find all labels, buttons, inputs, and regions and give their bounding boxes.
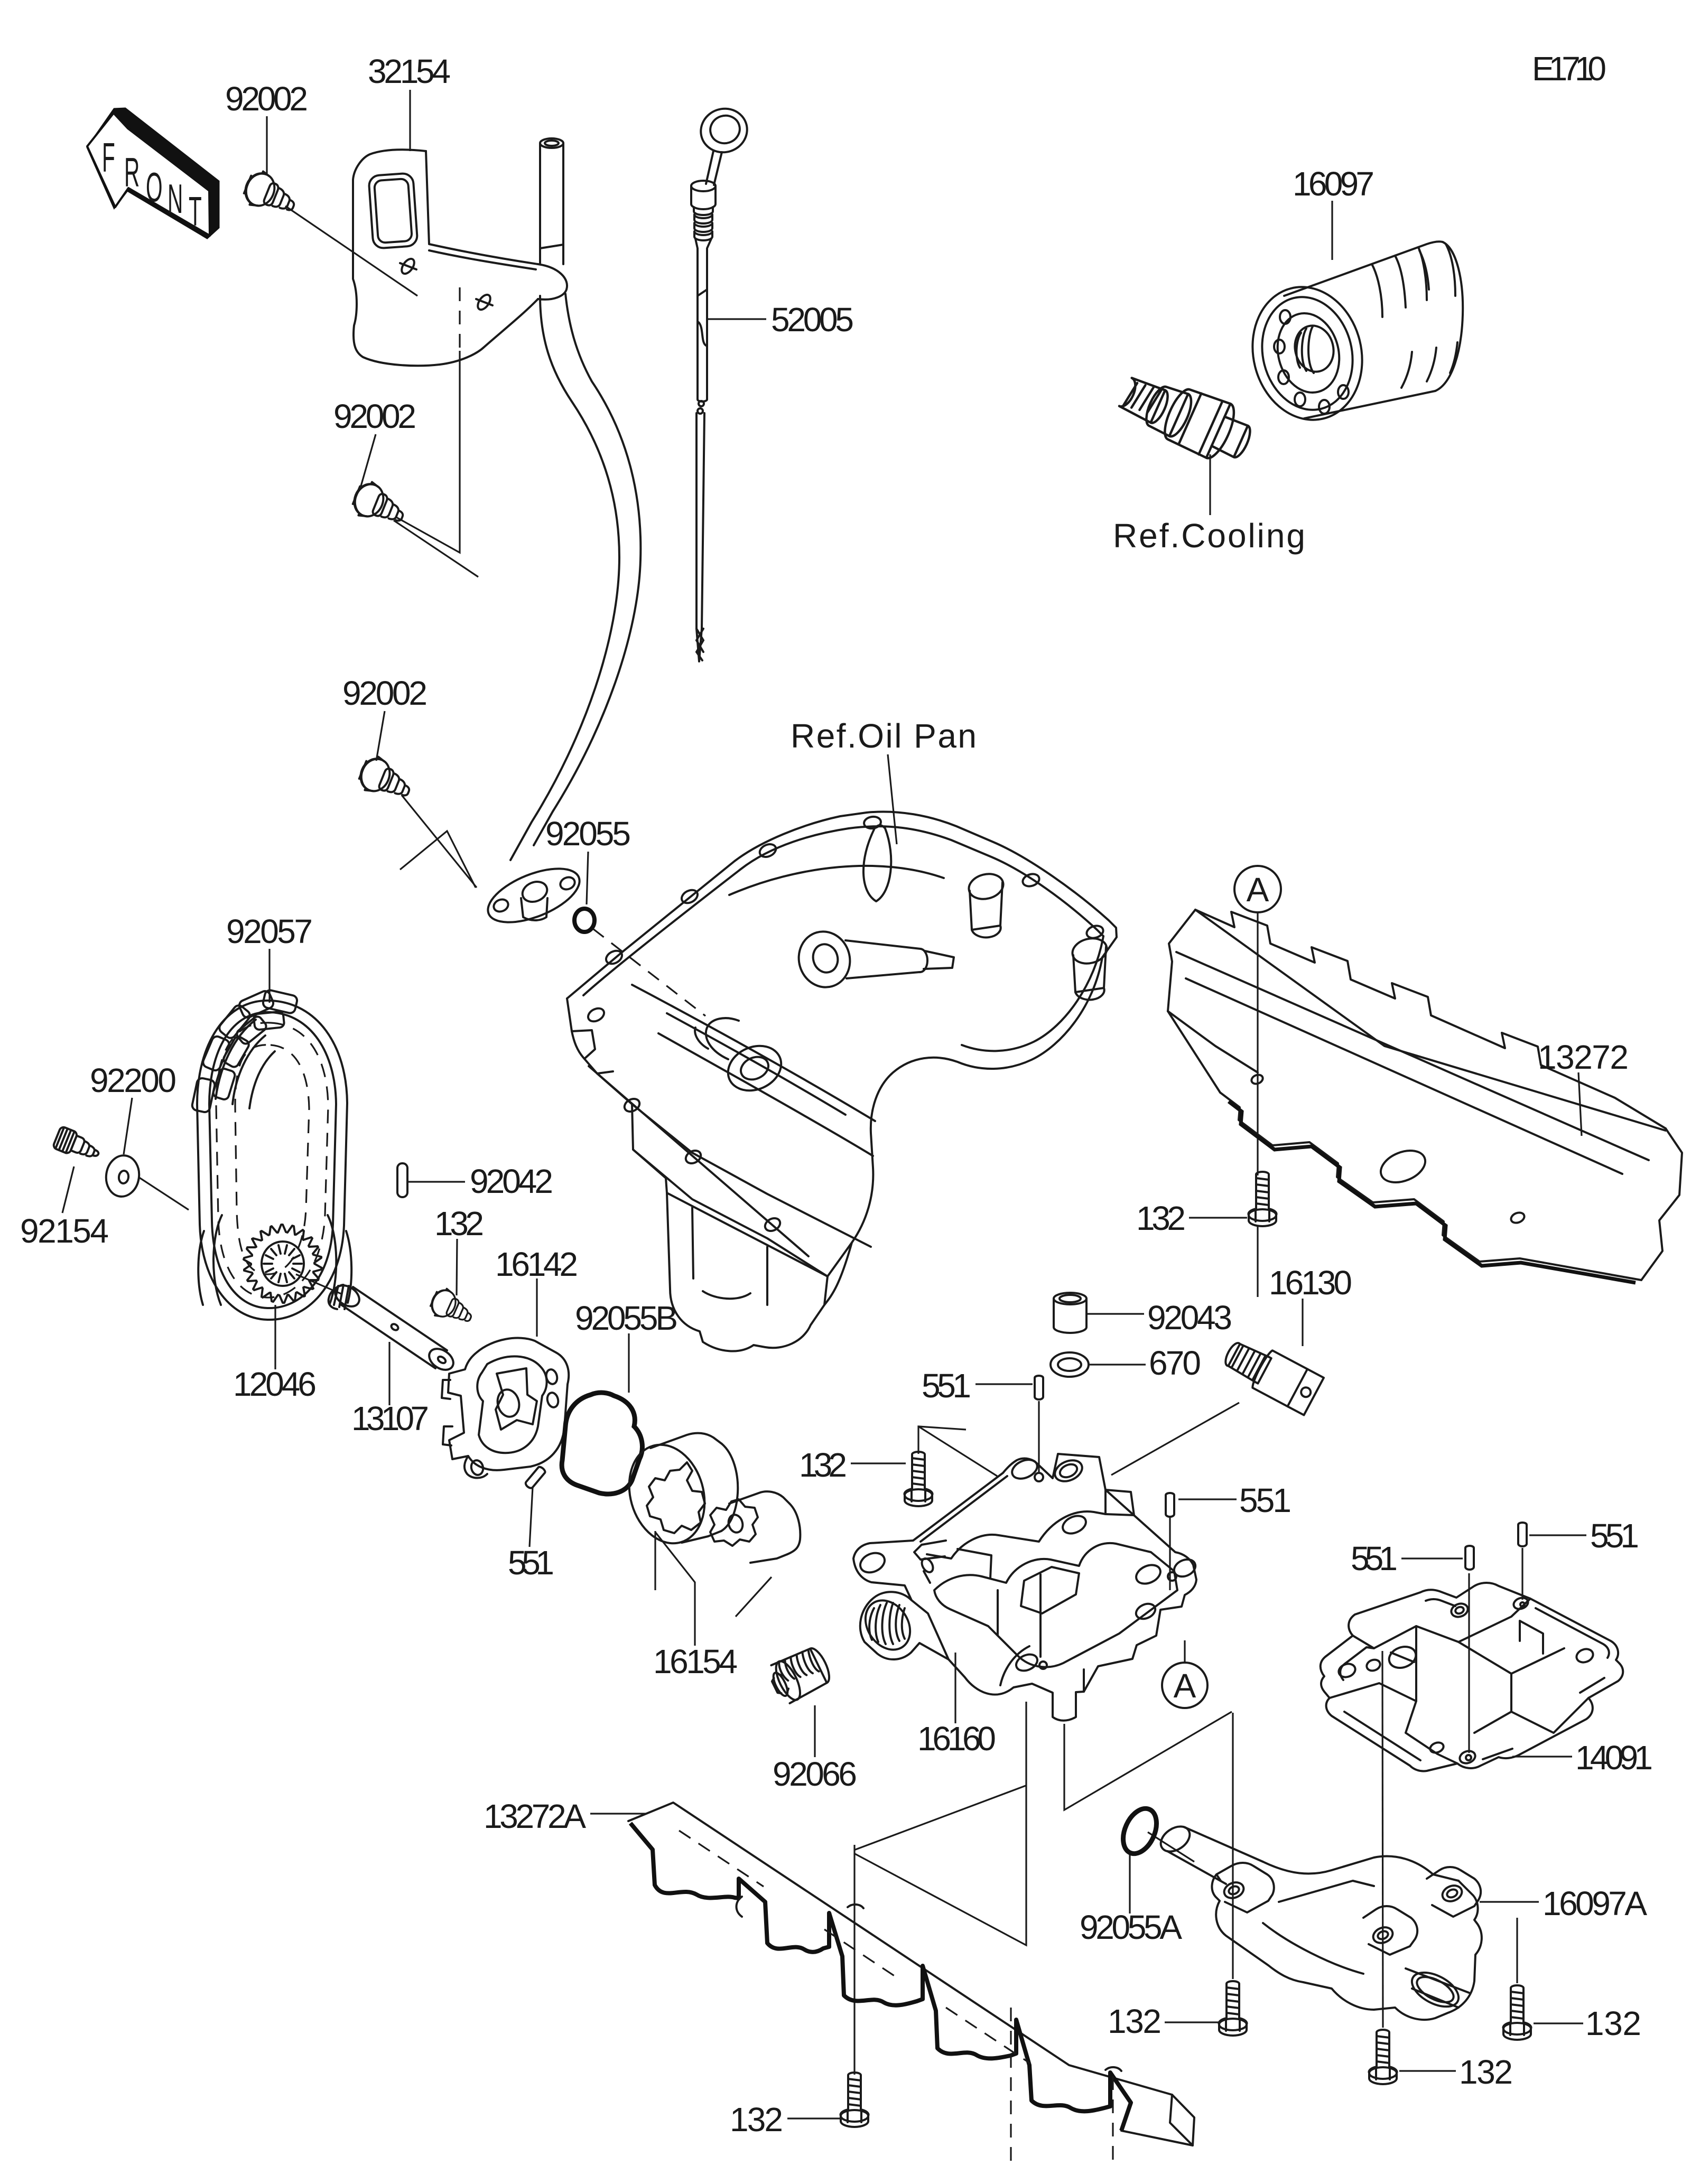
svg-text:92002: 92002	[225, 80, 309, 118]
svg-text:670: 670	[1149, 1344, 1202, 1382]
svg-text:Ref.Oil Pan: Ref.Oil Pan	[791, 717, 978, 755]
svg-text:Ref.Cooling: Ref.Cooling	[1113, 517, 1306, 555]
svg-text:92055: 92055	[545, 815, 632, 853]
svg-text:16154: 16154	[653, 1642, 739, 1681]
svg-text:132: 132	[799, 1446, 848, 1484]
svg-text:13272A: 13272A	[484, 1797, 587, 1835]
svg-text:92043: 92043	[1147, 1299, 1233, 1337]
svg-text:92200: 92200	[90, 1061, 178, 1099]
svg-text:551: 551	[1351, 1539, 1399, 1578]
svg-text:E1710: E1710	[1532, 50, 1608, 88]
svg-text:T: T	[189, 189, 202, 235]
svg-text:F: F	[102, 135, 115, 181]
svg-text:R: R	[124, 150, 140, 196]
svg-text:52005: 52005	[771, 301, 855, 339]
svg-text:16142: 16142	[495, 1245, 579, 1283]
svg-text:16160: 16160	[917, 1720, 997, 1758]
svg-text:16130: 16130	[1269, 1264, 1353, 1302]
svg-text:132: 132	[1136, 1199, 1187, 1237]
svg-text:A: A	[1174, 1667, 1196, 1705]
svg-text:14091: 14091	[1575, 1739, 1654, 1777]
svg-text:551: 551	[922, 1367, 972, 1405]
svg-text:132: 132	[1459, 2053, 1514, 2091]
svg-text:N: N	[168, 176, 183, 222]
svg-text:32154: 32154	[368, 52, 452, 90]
svg-text:92057: 92057	[226, 912, 314, 950]
svg-text:12046: 12046	[233, 1365, 318, 1403]
svg-text:132: 132	[1585, 2004, 1642, 2042]
svg-text:92002: 92002	[342, 674, 429, 712]
svg-text:551: 551	[508, 1544, 555, 1582]
svg-text:92002: 92002	[333, 397, 417, 435]
svg-text:92055B: 92055B	[575, 1299, 679, 1337]
svg-text:132: 132	[1108, 2002, 1163, 2040]
svg-text:16097: 16097	[1293, 165, 1376, 203]
svg-text:132: 132	[434, 1205, 485, 1243]
svg-text:13107: 13107	[351, 1399, 430, 1438]
svg-text:O: O	[146, 165, 163, 211]
svg-text:16097A: 16097A	[1543, 1884, 1648, 1922]
svg-text:92055A: 92055A	[1080, 1908, 1183, 1946]
svg-text:132: 132	[730, 2101, 784, 2139]
svg-text:92154: 92154	[20, 1212, 110, 1250]
svg-text:92066: 92066	[773, 1755, 858, 1793]
svg-text:551: 551	[1590, 1517, 1640, 1555]
svg-text:92042: 92042	[470, 1162, 554, 1200]
svg-text:551: 551	[1239, 1481, 1293, 1519]
svg-text:A: A	[1247, 871, 1269, 909]
